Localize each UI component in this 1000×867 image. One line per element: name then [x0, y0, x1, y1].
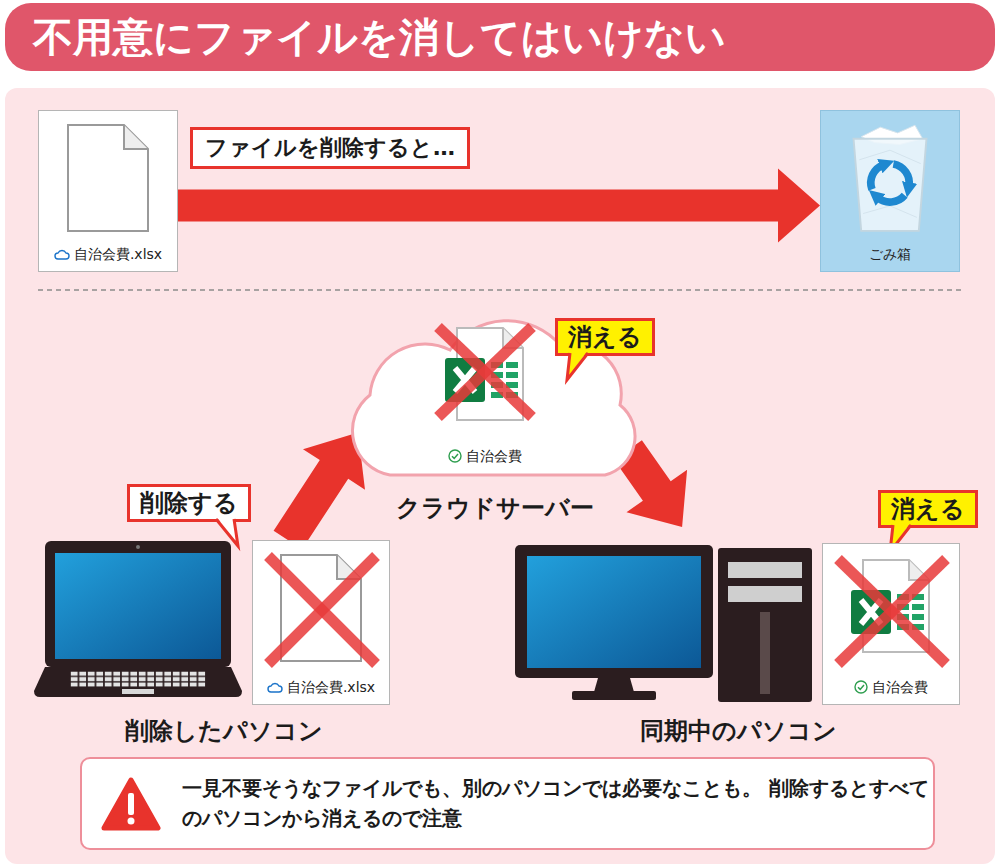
title-text: 不用意にファイルを消してはいけない — [33, 12, 726, 62]
callout-tail-part — [216, 519, 238, 546]
cloud-mark-part — [268, 683, 282, 691]
desktop-drawing-part — [728, 562, 802, 578]
desktop-drawing-part — [760, 612, 770, 694]
check-mark-part — [858, 685, 864, 689]
delete-cross-part-part — [438, 327, 532, 417]
laptop-drawing-part — [45, 541, 231, 667]
callout-tail — [566, 353, 594, 383]
desktop-drawing-part — [728, 586, 802, 602]
callout-bubble: 削除する — [127, 484, 251, 522]
bin-icon-part — [871, 164, 909, 202]
delete-cross — [433, 322, 537, 422]
delete-cross-part-part — [838, 559, 946, 664]
check-mark — [448, 449, 462, 463]
cloud-mark — [54, 249, 70, 260]
delete-cross — [263, 551, 381, 669]
bin-icon-part — [859, 150, 920, 217]
delete-cross-part — [838, 559, 946, 664]
bin-icon-part-part — [871, 165, 884, 190]
file-card: 自治会費.xlsx — [38, 110, 178, 272]
device-label: 同期中のパソコン — [640, 716, 837, 746]
desktop-drawing-part — [718, 548, 812, 702]
warning-text: 一見不要そうなファイルでも、別のパソコンでは必要なことも。 削除するとすべてのパ… — [182, 773, 930, 833]
file-caption: 自治会費 — [854, 678, 928, 696]
check-mark-part — [855, 681, 867, 693]
bin-icon-part-part — [893, 164, 909, 186]
file-name: 自治会費 — [872, 678, 928, 696]
desktop-drawing — [515, 545, 812, 702]
bin-icon-part-part — [878, 195, 905, 202]
laptop-drawing-part — [70, 671, 206, 687]
laptop-drawing-part — [55, 553, 221, 659]
cloud-mark — [267, 682, 283, 693]
desktop-drawing-part — [515, 545, 713, 678]
callout-tail-part — [567, 350, 588, 380]
file-card: 自治会費.xlsx — [252, 540, 390, 705]
title-banner: 不用意にファイルを消してはいけない — [5, 3, 995, 71]
file-caption: 自治会費.xlsx — [267, 678, 375, 696]
callout-tail-part — [216, 516, 238, 546]
laptop-drawing — [34, 541, 242, 697]
delete-cross-part-part — [268, 556, 376, 664]
block-arrow — [274, 433, 365, 550]
excel-icon-part-part — [912, 604, 924, 610]
callout-tail — [212, 519, 240, 549]
recycle-bin: ごみ箱 — [820, 110, 960, 272]
file-card: 自治会費 — [822, 543, 960, 705]
warning-box: 一見不要そうなファイルでも、別のパソコンでは必要なことも。 削除するとすべてのパ… — [80, 757, 935, 850]
warning-icon-part — [104, 780, 158, 828]
file-name: 自治会費.xlsx — [287, 678, 375, 696]
file-caption: 自治会費.xlsx — [54, 245, 162, 263]
check-mark-part — [449, 450, 461, 462]
callout-text: 消える — [891, 495, 965, 523]
blank-icon-part — [124, 125, 148, 149]
laptop-drawing-part — [34, 667, 242, 697]
file-caption: ごみ箱 — [869, 245, 911, 263]
warning-icon-part — [128, 818, 135, 825]
delete-cross-part-part — [438, 327, 532, 417]
warning-icon — [100, 776, 162, 832]
blank-icon — [66, 123, 150, 233]
delete-cross-part-part — [838, 559, 946, 664]
cloud-caption: クラウドサーバー — [330, 493, 660, 523]
desktop-drawing-part — [527, 556, 701, 668]
delete-cross-part — [268, 556, 376, 664]
desktop-drawing-part — [572, 691, 656, 700]
check-mark-part — [452, 454, 458, 458]
excel-icon-part-part — [506, 372, 518, 378]
blank-icon-part — [68, 125, 148, 231]
bin-icon — [842, 121, 938, 237]
device-label: 削除したパソコン — [125, 716, 323, 746]
delete-cross — [833, 554, 951, 669]
block-arrow — [178, 169, 820, 243]
warning-note: 一見不要そうなファイルでも、別のパソコンでは必要なことも。 削除するとすべてのパ… — [182, 776, 929, 830]
warning-icon-part — [128, 793, 134, 815]
cloud-mark-part — [55, 250, 69, 258]
check-mark — [854, 680, 868, 694]
file-caption: 自治会費 — [448, 447, 522, 465]
file-name: 自治会費.xlsx — [74, 245, 162, 263]
dashed-divider — [38, 289, 962, 291]
desktop-drawing-part — [594, 678, 634, 692]
file-name: 自治会費 — [466, 447, 522, 465]
callout-text: 削除する — [140, 489, 238, 517]
callout-text: 消える — [568, 323, 642, 351]
bin-icon-part — [854, 139, 927, 231]
arrow-label: ファイルを削除すると… — [190, 127, 470, 169]
callout-bubble: 消える — [878, 490, 978, 528]
callout-tail-part — [567, 353, 588, 380]
excel-icon-part-part — [506, 362, 518, 368]
delete-cross-part-part — [268, 556, 376, 664]
excel-icon-part-part — [912, 614, 924, 620]
callout-bubble: 消える — [555, 318, 655, 356]
laptop-drawing-part — [136, 545, 140, 549]
file-name: ごみ箱 — [869, 245, 911, 263]
cloud-file: 自治会費 — [425, 320, 545, 465]
delete-cross-part — [438, 327, 532, 417]
server-name: クラウドサーバー — [396, 494, 594, 522]
laptop-drawing-part — [122, 689, 154, 694]
